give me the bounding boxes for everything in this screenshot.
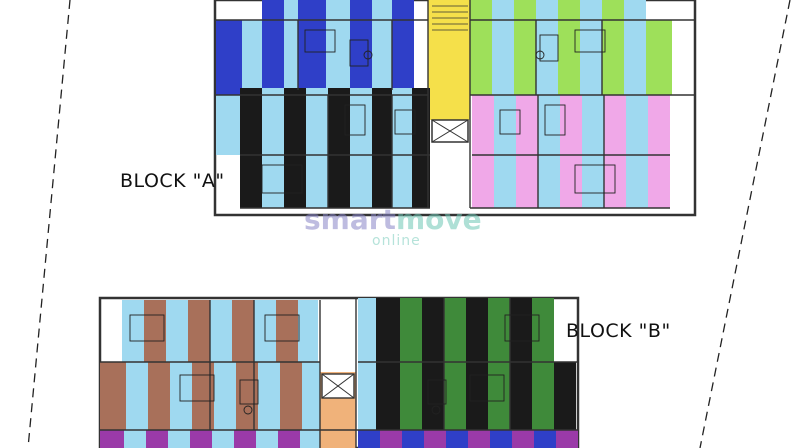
apartments-lower	[100, 430, 578, 448]
apartment-dark-green	[358, 298, 576, 430]
block-a-label: BLOCK "A"	[120, 170, 225, 192]
core-stairs	[428, 0, 470, 143]
apartment-black	[216, 88, 430, 208]
block-a-furniture	[261, 29, 616, 194]
site-boundary	[27, 0, 791, 448]
apartment-blue	[216, 0, 414, 95]
block-a	[213, 0, 697, 217]
watermark-logo: smartmove	[304, 203, 482, 236]
apartment-brown	[100, 300, 320, 430]
apartment-pink	[472, 95, 670, 208]
watermark-part2: move	[395, 203, 482, 236]
watermark-sub: online	[372, 233, 421, 249]
block-b-label: BLOCK "B"	[566, 320, 671, 342]
block-a-walls	[216, 0, 694, 209]
core-b	[320, 372, 356, 448]
block-b-furniture	[129, 314, 540, 415]
watermark-part1: smart	[304, 203, 396, 236]
block-b	[98, 296, 580, 448]
block-b-walls	[100, 298, 578, 448]
apartment-green	[470, 0, 672, 95]
